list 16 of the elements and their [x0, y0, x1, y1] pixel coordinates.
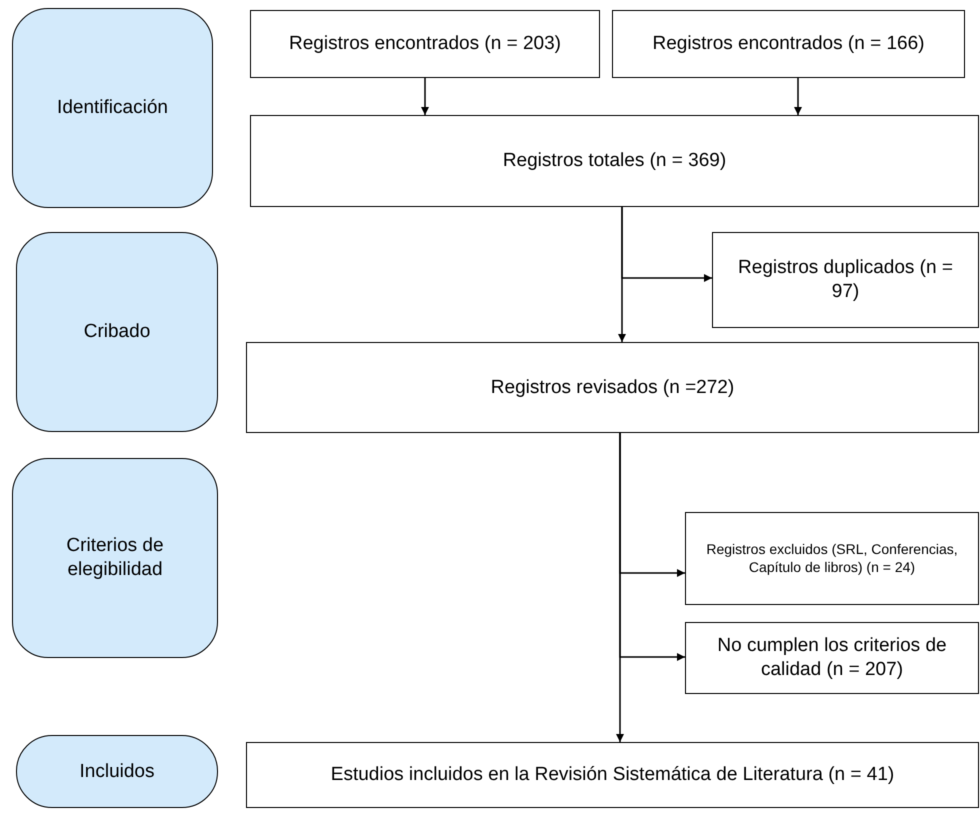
arrow [794, 78, 802, 115]
process-box: Estudios incluidos en la Revisión Sistemática de Literatura (n = 41) [246, 742, 979, 808]
process-box: Registros totales (n = 369) [250, 115, 979, 207]
arrow [421, 78, 429, 115]
phase-box: Incluidos [16, 735, 218, 808]
process-box: Registros encontrados (n = 166) [612, 10, 965, 78]
process-box: No cumplen los criterios de calidad (n = 207) [685, 622, 979, 694]
arrow [616, 433, 624, 742]
phase-box: Criterios de elegibilidad [12, 458, 218, 658]
arrow [618, 207, 626, 342]
process-box: Registros revisados (n =272) [246, 342, 979, 433]
phase-box: Identificación [12, 8, 213, 208]
phase-box: Cribado [16, 232, 218, 432]
process-box: Registros duplicados (n = 97) [712, 232, 979, 328]
process-box: Registros encontrados (n = 203) [250, 10, 600, 78]
process-box: Registros excluidos (SRL, Conferencias, Capítulo de libros) (n = 24) [685, 512, 979, 605]
